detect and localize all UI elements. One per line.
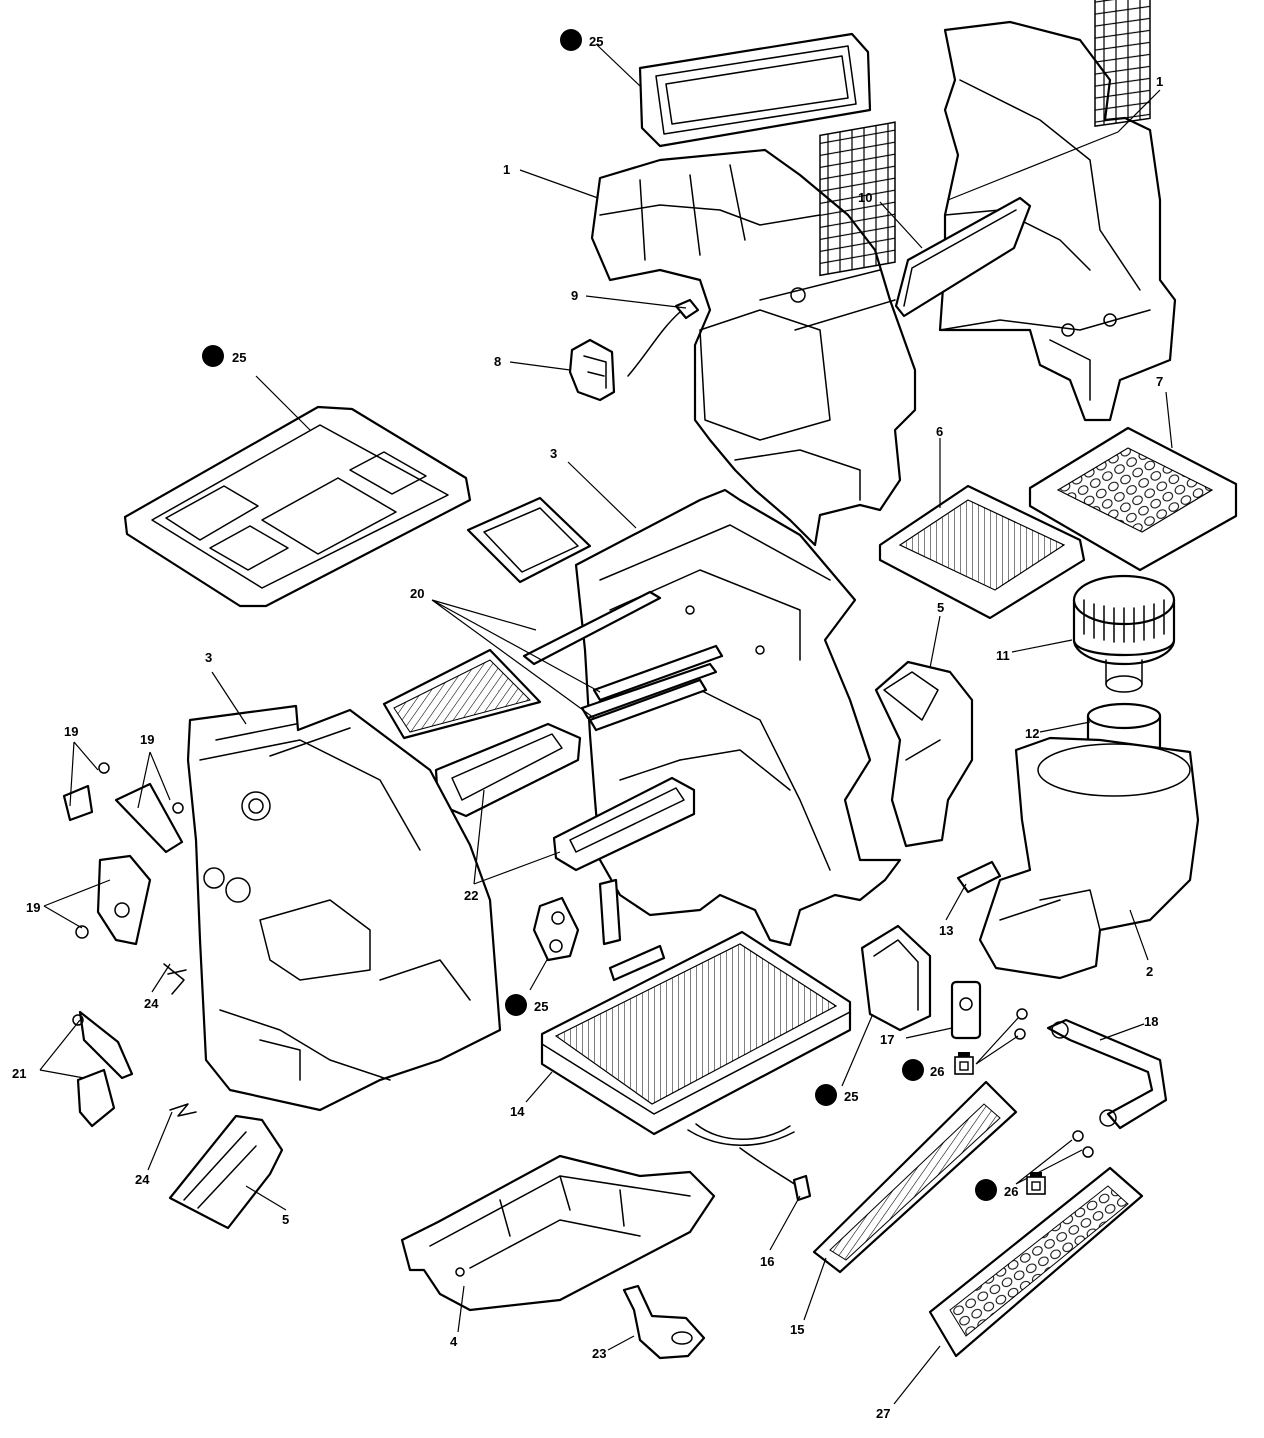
blower-motor (1072, 574, 1176, 693)
seal-large (123, 405, 472, 608)
callout-9: 9 (571, 288, 578, 303)
callout-1: 1 (503, 162, 510, 177)
callout-14: 14 (510, 1104, 525, 1119)
seal-top (638, 32, 872, 148)
oil-can-icon (954, 1051, 974, 1075)
upper-case-left (590, 121, 917, 547)
callout-24: 24 (144, 996, 159, 1011)
link-19-b (114, 782, 184, 854)
callout-7: 7 (1156, 374, 1163, 389)
callout-5: 5 (937, 600, 944, 615)
mode-door-left (434, 722, 582, 818)
clip-24-b (169, 1103, 197, 1117)
callout-25: 25 (534, 999, 548, 1014)
bracket-clip (598, 878, 622, 946)
callout-15: 15 (790, 1322, 804, 1337)
callout-23: 23 (592, 1346, 606, 1361)
drain-hose (622, 1284, 706, 1360)
lower-case (400, 1154, 716, 1312)
blower-housing (978, 736, 1200, 980)
callout-20: 20 (410, 586, 424, 601)
callout-25: 25 (232, 350, 246, 365)
cabin-filter (878, 484, 1086, 620)
callout-6: 6 (936, 424, 943, 439)
circled-x-icon (975, 1179, 997, 1201)
main-housing (186, 704, 502, 1112)
callout-25: 25 (844, 1089, 858, 1104)
gasket-plate (532, 896, 580, 962)
callout-10: 10 (858, 190, 872, 205)
callout-26: 26 (1004, 1184, 1018, 1199)
circled-x-icon (560, 29, 582, 51)
link-19-c (75, 854, 152, 946)
callout-17: 17 (880, 1032, 894, 1047)
callout-19: 19 (140, 732, 154, 747)
callout-21: 21 (12, 1066, 26, 1081)
callout-18: 18 (1144, 1014, 1158, 1029)
sensor (627, 298, 700, 377)
heater-core (540, 930, 852, 1136)
callout-16: 16 (760, 1254, 774, 1269)
duct-lower (168, 1114, 284, 1230)
callout-26: 26 (930, 1064, 944, 1079)
actuator-8 (568, 338, 616, 402)
circled-x-icon (202, 345, 224, 367)
linkage-21 (72, 1010, 134, 1128)
callout-22: 22 (464, 888, 478, 903)
callout-3: 3 (550, 446, 557, 461)
callout-19: 19 (26, 900, 40, 915)
filter-door (894, 196, 1032, 318)
callout-labels: 25 1 1 10 9 8 25 3 6 7 20 5 11 3 12 19 1… (12, 34, 1163, 1421)
callout-19: 19 (64, 724, 78, 739)
leader-lines (39, 43, 1173, 1405)
mode-door-right (552, 776, 696, 872)
filter-tray (1028, 426, 1238, 572)
callout-1: 1 (1156, 74, 1163, 89)
circled-x-icon (505, 994, 527, 1016)
callout-11: 11 (996, 648, 1010, 663)
callout-3: 3 (205, 650, 212, 665)
callout-4: 4 (450, 1334, 458, 1349)
duct-upper (874, 660, 974, 848)
seal-small (466, 496, 592, 584)
callout-24: 24 (135, 1172, 150, 1187)
evaporator (812, 1080, 1018, 1274)
callout-8: 8 (494, 354, 501, 369)
expansion-valve (950, 980, 1028, 1040)
callout-5: 5 (282, 1212, 289, 1227)
door-seal-strips (522, 590, 724, 732)
upper-case-right (938, 0, 1177, 422)
clip-24-a (163, 963, 187, 995)
callout-12: 12 (1025, 726, 1039, 741)
seal-duct (860, 924, 932, 1032)
evaporator-screen (928, 1166, 1144, 1358)
callout-13: 13 (939, 923, 953, 938)
oil-can-icon (1026, 1171, 1046, 1195)
circled-x-icon (815, 1084, 837, 1106)
drain-tube (687, 1123, 812, 1202)
callout-27: 27 (876, 1406, 890, 1421)
ac-lines (1046, 1018, 1168, 1158)
callout-25: 25 (589, 34, 603, 49)
callout-2: 2 (1146, 964, 1153, 979)
louver-panel (382, 648, 542, 740)
circled-x-icon (902, 1059, 924, 1081)
